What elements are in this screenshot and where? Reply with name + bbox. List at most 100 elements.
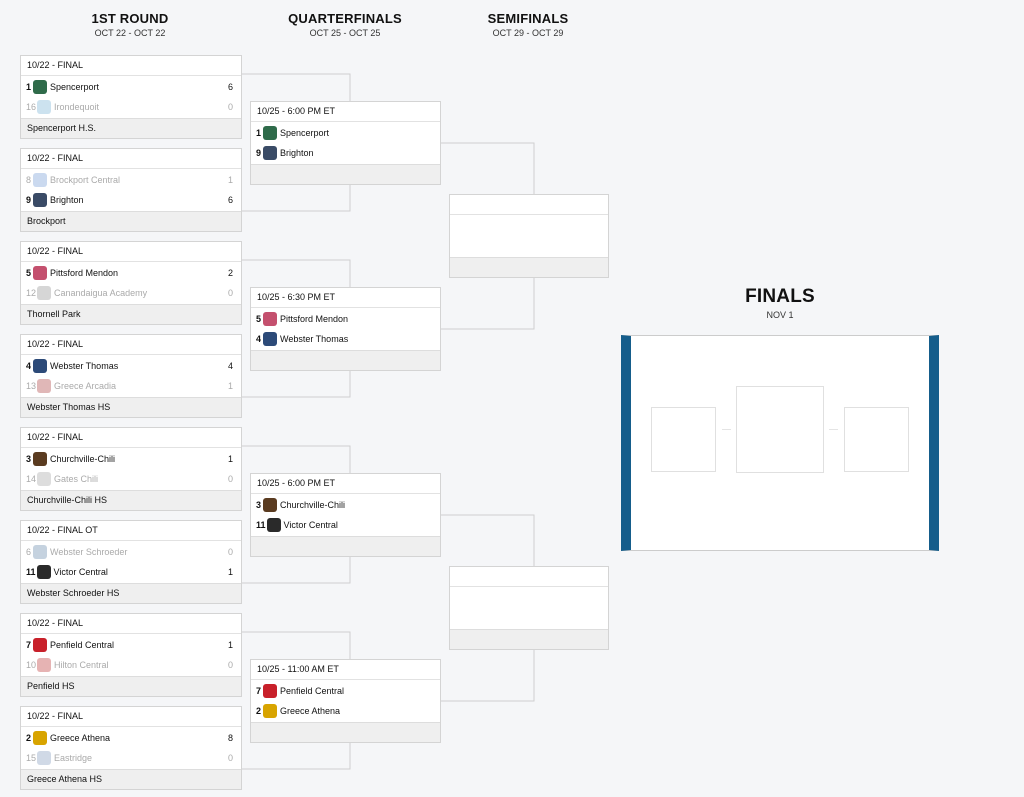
semifinal-matchup[interactable] xyxy=(449,566,609,650)
team-name[interactable]: Hilton Central xyxy=(54,660,109,670)
team-logo-icon xyxy=(36,565,51,579)
team-seed: 6 xyxy=(26,547,32,557)
round-title: 1ST ROUND xyxy=(91,11,169,26)
team-logo-icon xyxy=(263,332,277,346)
team-name[interactable]: Spencerport xyxy=(50,82,100,92)
team-score: 1 xyxy=(227,640,233,650)
team-name[interactable]: Brighton xyxy=(50,195,84,205)
team-name[interactable]: Greece Athena xyxy=(280,706,341,716)
team-logo-icon xyxy=(33,545,47,559)
matchup-status: 10/25 - 6:00 PM ET xyxy=(251,102,440,122)
team-name[interactable]: Penfield Central xyxy=(50,640,115,650)
team-logo-icon xyxy=(266,518,281,532)
team-logo-icon xyxy=(263,704,277,718)
team-name[interactable]: Canandaigua Academy xyxy=(54,288,148,298)
team-name[interactable]: Churchville-Chili xyxy=(50,454,116,464)
team-name[interactable]: Webster Thomas xyxy=(50,361,119,371)
matchup-venue: Webster Thomas HS xyxy=(21,397,241,417)
team-name[interactable]: Gates Chili xyxy=(54,474,99,484)
matchup-status: 10/22 - FINAL xyxy=(21,149,241,169)
team-row[interactable]: 5 Pittsford Mendon xyxy=(251,309,440,329)
team-seed: 12 xyxy=(26,288,37,298)
team-name[interactable]: Pittsford Mendon xyxy=(50,268,119,278)
team-row[interactable]: 7 Penfield Central xyxy=(251,681,440,701)
team-logo-icon xyxy=(37,286,52,300)
team-seed: 7 xyxy=(26,640,32,650)
team-name[interactable]: Greece Arcadia xyxy=(54,381,117,391)
team-logo-icon xyxy=(37,751,52,765)
team-name[interactable]: Eastridge xyxy=(54,753,93,763)
matchup-venue: Brockport xyxy=(21,211,241,231)
round-title: QUARTERFINALS xyxy=(288,11,402,26)
team-name[interactable]: Victor Central xyxy=(53,567,108,577)
team-name[interactable]: Webster Thomas xyxy=(280,334,349,344)
team-name[interactable]: Churchville-Chili xyxy=(280,500,346,510)
team-score: 0 xyxy=(227,660,233,670)
team-logo-icon xyxy=(33,80,47,94)
finals-divider xyxy=(829,429,838,430)
team-name[interactable]: Brockport Central xyxy=(50,175,121,185)
team-score: 2 xyxy=(227,268,233,278)
matchup-footer xyxy=(450,257,608,277)
round-title: FINALS xyxy=(745,286,815,307)
team-logo-icon xyxy=(33,193,47,207)
team-name[interactable]: Greece Athena xyxy=(50,733,111,743)
team-row[interactable]: 7 Penfield Central 1 xyxy=(21,635,241,655)
team-seed: 7 xyxy=(256,686,262,696)
team-name[interactable]: Irondequoit xyxy=(54,102,100,112)
team-name[interactable]: Penfield Central xyxy=(280,686,345,696)
matchup-venue: Greece Athena HS xyxy=(21,769,241,789)
semifinal-matchup[interactable] xyxy=(449,194,609,278)
matchup-status: 10/22 - FINAL xyxy=(21,242,241,262)
team-name[interactable]: Brighton xyxy=(280,148,314,158)
matchup-venue xyxy=(251,350,440,370)
round-dates: NOV 1 xyxy=(766,310,794,320)
team-name[interactable]: Pittsford Mendon xyxy=(280,314,349,324)
finals-team-left-slot xyxy=(651,407,716,472)
round-title: SEMIFINALS xyxy=(487,11,569,26)
team-name[interactable]: Victor Central xyxy=(283,520,338,530)
team-seed: 5 xyxy=(256,314,262,324)
team-logo-icon xyxy=(37,658,52,672)
team-name[interactable]: Webster Schroeder xyxy=(50,547,128,557)
matchup-venue xyxy=(251,722,440,742)
team-name[interactable]: Spencerport xyxy=(280,128,330,138)
